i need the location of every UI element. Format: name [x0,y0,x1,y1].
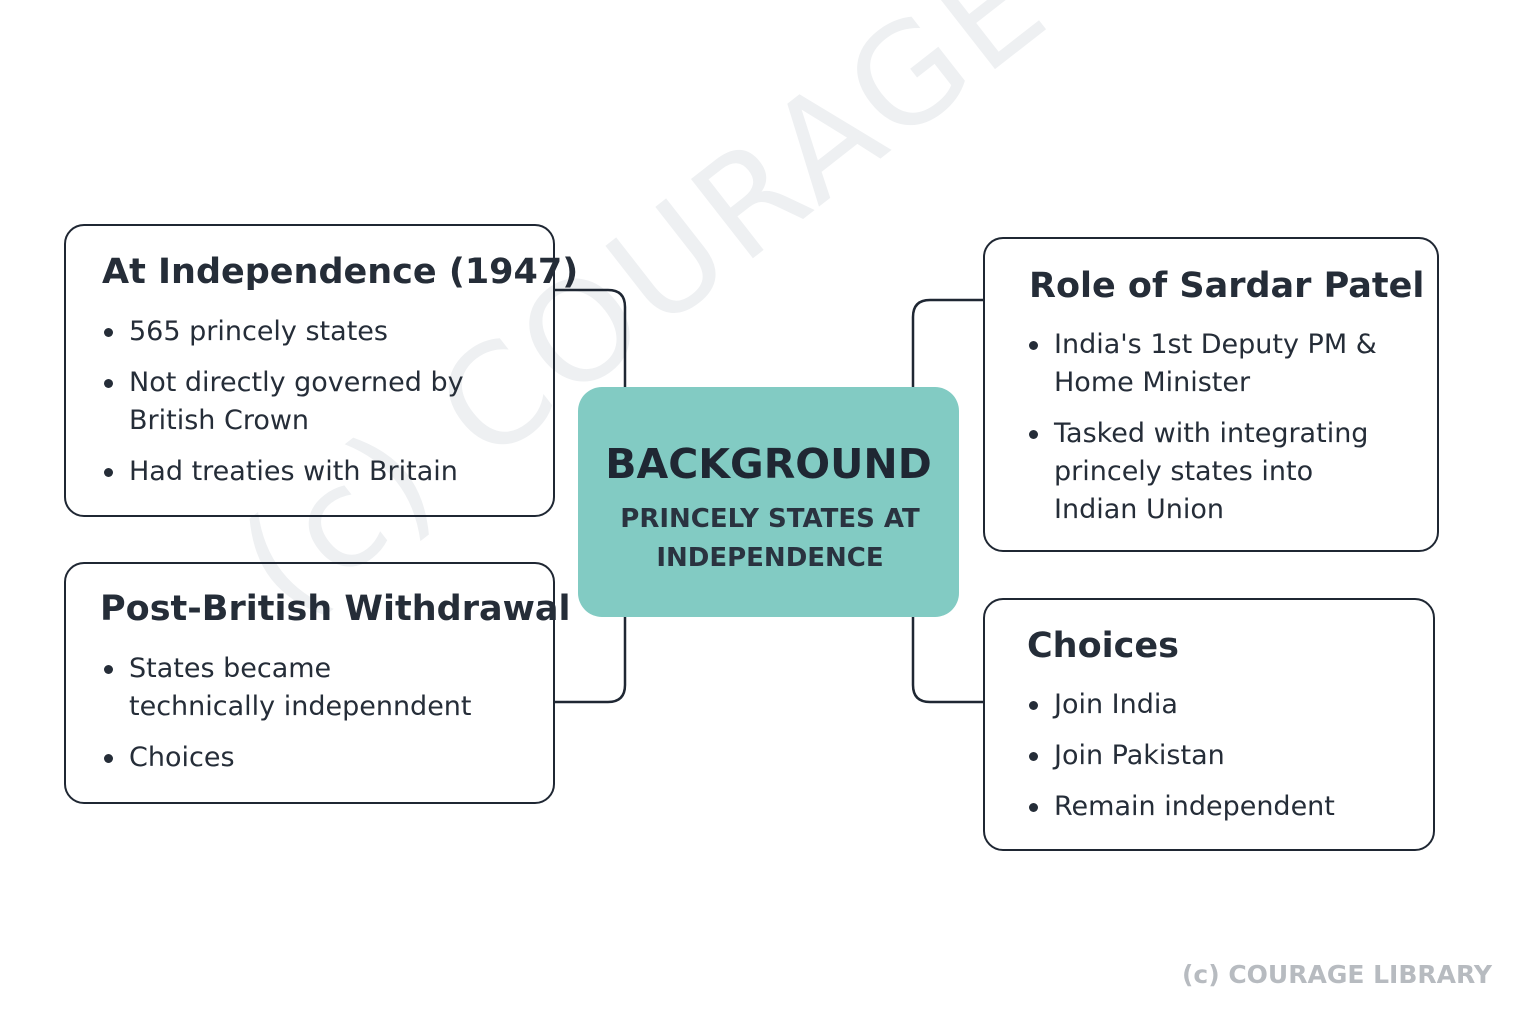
bullet-dot [1029,701,1038,710]
bullet-list-role-patel: India's 1st Deputy PM & Home Minister Ta… [1027,326,1427,529]
bullet-dot [1029,803,1038,812]
list-item: Tasked with integrating princely states … [1027,415,1427,529]
bullet-dot [1029,430,1038,439]
bullet-dot [104,379,113,388]
list-item: Remain independent [1027,788,1427,826]
connector-bottom-left [555,617,627,704]
center-node [578,387,959,617]
box-title-post-british: Post-British Withdrawal [100,589,571,629]
bullet-dot [1029,752,1038,761]
bullet-dot [104,665,113,674]
box-at-independence [64,224,555,517]
center-subtitle: PRINCELY STATES AT INDEPENDENCE [600,500,940,578]
box-title-at-independence: At Independence (1947) [102,252,579,292]
center-title: BACKGROUND [605,440,932,488]
list-item: India's 1st Deputy PM & Home Minister [1027,326,1427,402]
box-title-choices: Choices [1027,626,1179,666]
box-choices [983,598,1435,851]
bullet-dot [1029,341,1038,350]
list-item: Join Pakistan [1027,737,1427,775]
center-subtitle-line1: PRINCELY STATES AT [620,504,920,534]
connector-bottom-right [911,617,983,704]
bullet-list-choices: Join India Join Pakistan Remain independ… [1027,686,1427,826]
bullet-dot [104,754,113,763]
bullet-list-post-british: States became technically indepenndent C… [102,650,542,777]
bullet-list-at-independence: 565 princely states Not directly governe… [102,313,542,491]
bullet-dot [104,328,113,337]
connector-top-right [911,298,983,387]
bullet-dot [104,468,113,477]
box-title-role-patel: Role of Sardar Patel [1029,266,1425,306]
box-role-of-sardar-patel [983,237,1439,552]
box-post-british-withdrawal [64,562,555,804]
list-item: Join India [1027,686,1427,724]
connector-top-left [555,288,627,387]
list-item: 565 princely states [102,313,542,351]
list-item: Had treaties with Britain [102,453,542,491]
list-item: Not directly governed by British Crown [102,364,542,440]
corner-watermark: (c) COURAGE LIBRARY [1181,960,1492,989]
list-item: States became technically indepenndent [102,650,542,726]
list-item: Choices [102,739,542,777]
center-subtitle-line2: INDEPENDENCE [656,543,884,573]
